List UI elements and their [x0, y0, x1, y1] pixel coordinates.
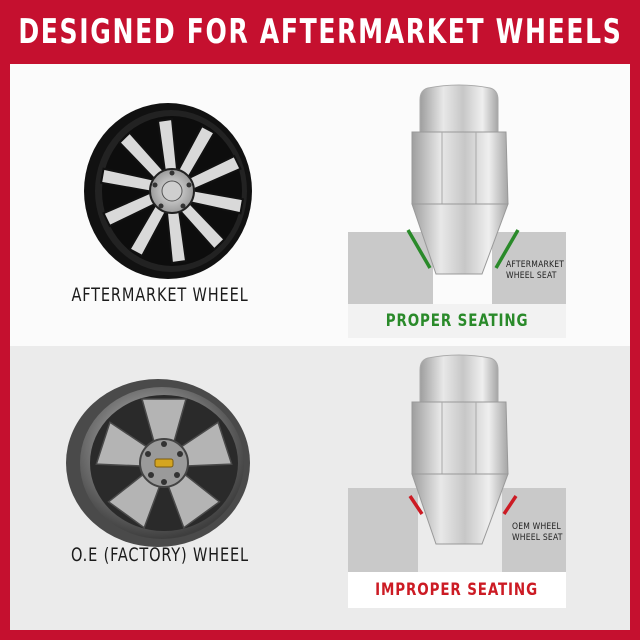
aftermarket-section: AFTERMARKET WHEEL [10, 64, 630, 346]
proper-seating-label: PROPER SEATING [385, 311, 529, 331]
lug-nut-icon [411, 354, 509, 545]
proper-seating-bar: PROPER SEATING [348, 304, 566, 338]
factory-wheel-label: O.E (FACTORY) WHEEL [71, 544, 249, 566]
aftermarket-wheel-icon [84, 103, 252, 279]
seat-block-right [492, 232, 566, 304]
oem-seat-note: OEM WHEEL WHEEL SEAT [512, 522, 563, 543]
header-banner: DESIGNED FOR AFTERMARKET WHEELS [0, 0, 640, 64]
seat-block-left [348, 232, 433, 304]
seat-block-left [348, 488, 418, 572]
factory-wheel-icon [66, 379, 250, 547]
improper-seating-label: IMPROPER SEATING [375, 580, 539, 600]
factory-section: O.E (FACTORY) WHEEL [10, 346, 630, 630]
aftermarket-seat-note: AFTERMARKET WHEEL SEAT [506, 260, 565, 281]
aftermarket-wheel-label: AFTERMARKET WHEEL [71, 284, 249, 306]
improper-seating-bar: IMPROPER SEATING [348, 572, 566, 608]
seat-contact-marks [406, 229, 520, 269]
seat-contact-marks [408, 495, 518, 515]
lug-nut-icon [411, 84, 509, 275]
page-title: DESIGNED FOR AFTERMARKET WHEELS [17, 12, 623, 52]
